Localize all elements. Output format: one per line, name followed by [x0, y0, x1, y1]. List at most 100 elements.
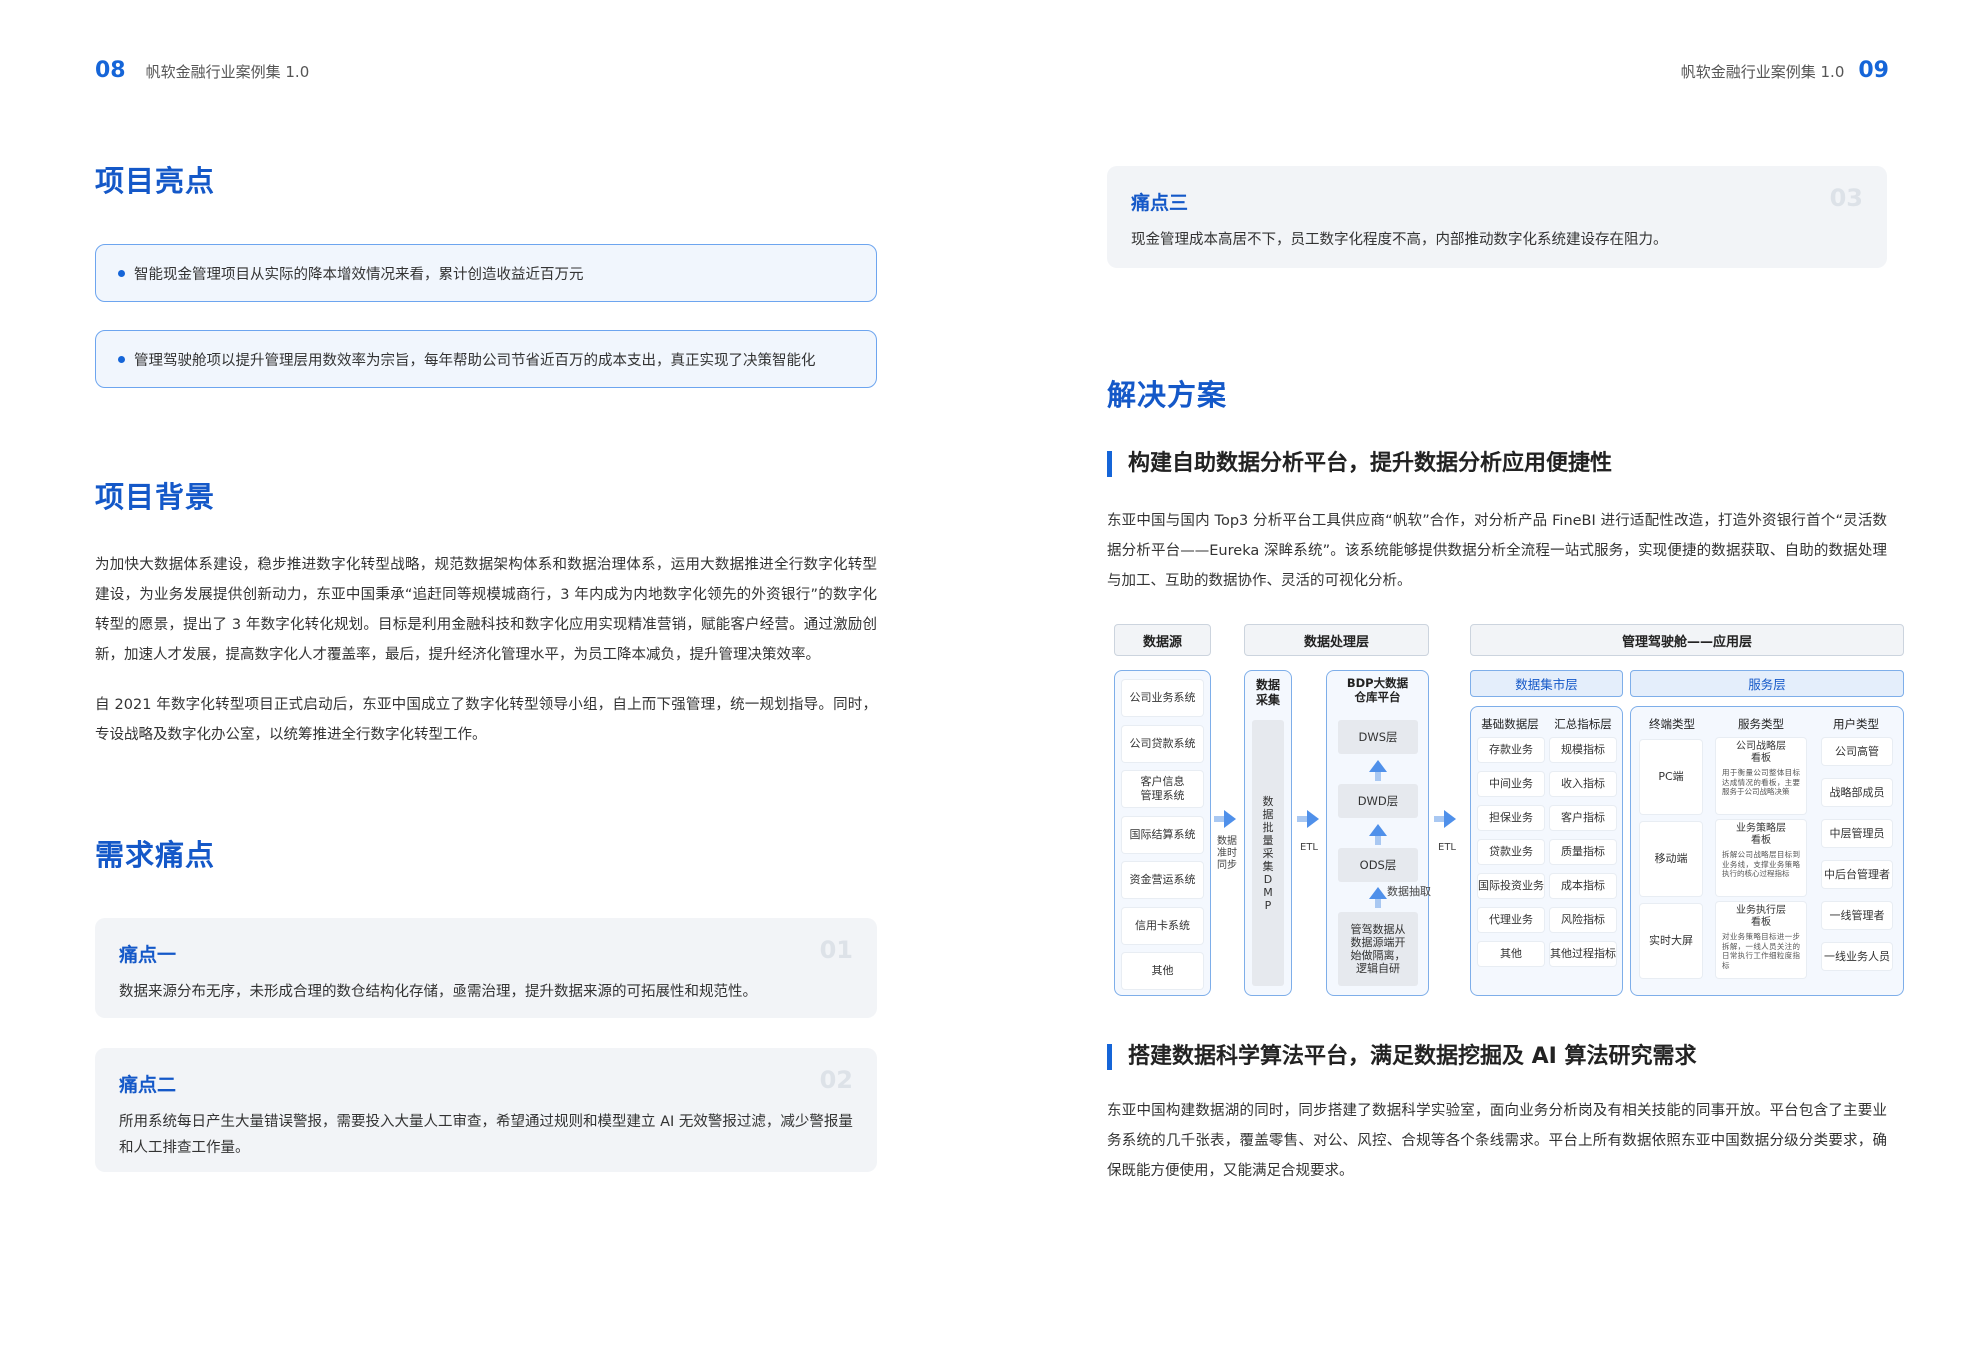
summary-layer-item: 客户指标	[1550, 806, 1616, 830]
service-header: 服务层	[1630, 670, 1904, 697]
right-page-number: 09	[1858, 58, 1889, 83]
right-page-header: 帆软金融行业案例集 1.0 09	[1681, 58, 1889, 83]
user-type-item: 一线业务人员	[1822, 943, 1892, 970]
diagram-header-process: 数据处理层	[1244, 624, 1429, 656]
sync-label: 数据 准时 同步	[1217, 836, 1237, 871]
highlight-item-1: 智能现金管理项目从实际的降本增效情况来看，累计创造收益近百万元	[95, 244, 877, 302]
left-page-title: 帆软金融行业案例集 1.0	[145, 63, 310, 81]
base-layer-item: 代理业务	[1478, 908, 1544, 932]
etl-label-2: ETL	[1438, 842, 1456, 853]
pain-point-number-3: 03	[1829, 184, 1863, 212]
base-layer-item: 存款业务	[1478, 738, 1544, 762]
pain-point-number-1: 01	[819, 936, 853, 964]
base-layer-item: 国际投资业务	[1478, 874, 1544, 898]
highlight-text-1: 智能现金管理项目从实际的降本增效情况来看，累计创造收益近百万元	[134, 266, 584, 283]
ods-layer: ODS层	[1338, 848, 1418, 882]
bullet-icon	[118, 355, 125, 363]
service-type-name: 业务策略层 看板	[1736, 823, 1786, 846]
highlight-item-2: 管理驾驶舱项以提升管理层用数效率为宗旨，每年帮助公司节省近百万的成本支出，真正实…	[95, 330, 877, 388]
service-type-desc: 拆解公司战略层目标到业务线，支撑业务策略执行的核心过程指标	[1722, 850, 1800, 878]
pain-point-card-2: 痛点二 02 所用系统每日产生大量错误警报，需要投入大量人工审查，希望通过规则和…	[95, 1048, 877, 1172]
background-paragraph-2: 自 2021 年数字化转型项目正式启动后，东亚中国成立了数字化转型领导小组，自上…	[95, 697, 877, 743]
pain-point-number-2: 02	[819, 1066, 853, 1094]
service-type-item: 业务执行层 看板对业务策略目标进一步拆解，一线人员关注的日常执行工作细粒度指标	[1716, 902, 1806, 978]
highlight-text-2: 管理驾驶舱项以提升管理层用数效率为宗旨，每年帮助公司节省近百万的成本支出，真正实…	[134, 352, 816, 369]
summary-layer-item: 规模指标	[1550, 738, 1616, 762]
collection-title: 数据 采集	[1255, 678, 1280, 707]
bdp-note: 管驾数据从 数据源端开 始做隔离， 逻辑自研	[1338, 912, 1418, 986]
dws-layer: DWS层	[1338, 720, 1418, 754]
solution-section-1-title: 构建自助数据分析平台，提升数据分析应用便捷性	[1107, 451, 1887, 477]
arrow-up-icon	[1369, 824, 1387, 845]
terminal-type-item: 移动端	[1640, 822, 1702, 896]
left-page: 08 帆软金融行业案例集 1.0 项目亮点 智能现金管理项目从实际的降本增效情况…	[95, 58, 877, 1172]
data-source-item: 信用卡系统	[1122, 907, 1203, 944]
user-type-item: 一线管理者	[1822, 902, 1892, 929]
dwd-layer: DWD层	[1338, 784, 1418, 818]
right-page: 帆软金融行业案例集 1.0 09 痛点三 03 现金管理成本高居不下，员工数字化…	[992, 0, 1984, 1346]
background-title: 项目背景	[95, 480, 216, 514]
arrow-right-icon	[1214, 810, 1236, 828]
data-source-item: 公司贷款系统	[1122, 725, 1203, 762]
highlights-title: 项目亮点	[95, 164, 216, 198]
arrow-up-icon	[1369, 887, 1387, 908]
user-type-item: 中层管理员	[1822, 820, 1892, 847]
terminal-type-title: 终端类型	[1649, 717, 1695, 731]
pain-point-title-3: 痛点三	[1131, 192, 1189, 214]
base-layer-title: 基础数据层	[1481, 717, 1539, 731]
summary-layer-item: 成本指标	[1550, 874, 1616, 898]
user-type-title: 用户类型	[1833, 717, 1879, 731]
diagram-header-app: 管理驾驶舱——应用层	[1470, 624, 1904, 656]
extract-label: 数据抽取	[1387, 885, 1431, 898]
terminal-type-item: 实时大屏	[1640, 904, 1702, 978]
left-page-number: 08	[95, 58, 126, 83]
solution-section-2-title: 搭建数据科学算法平台，满足数据挖掘及 AI 算法研究需求	[1107, 1044, 1887, 1070]
pain-point-desc-1: 数据来源分布无序，未形成合理的数仓结构化存储，亟需治理，提升数据来源的可拓展性和…	[119, 984, 757, 1000]
base-layer-item: 中间业务	[1478, 772, 1544, 796]
service-type-desc: 用于衡量公司整体目标达成情况的看板，主要服务于公司战略决策	[1722, 768, 1800, 796]
pain-point-desc-3: 现金管理成本高居不下，员工数字化程度不高，内部推动数字化系统建设存在阻力。	[1131, 232, 1668, 248]
user-type-item: 战略部成员	[1822, 779, 1892, 806]
arrow-right-icon	[1297, 810, 1319, 828]
data-source-item: 客户信息 管理系统	[1122, 771, 1203, 807]
summary-layer-item: 其他过程指标	[1550, 942, 1616, 966]
summary-layer-item: 收入指标	[1550, 772, 1616, 796]
left-page-header: 08 帆软金融行业案例集 1.0	[95, 58, 309, 83]
etl-label-1: ETL	[1300, 842, 1318, 853]
service-type-name: 业务执行层 看板	[1736, 905, 1786, 928]
bullet-icon	[118, 269, 125, 277]
data-source-item: 公司业务系统	[1122, 680, 1203, 716]
diagram-header-source: 数据源	[1114, 624, 1211, 656]
terminal-type-item: PC端	[1640, 740, 1702, 814]
user-type-item: 公司高管	[1822, 738, 1892, 765]
service-type-item: 公司战略层 看板用于衡量公司整体目标达成情况的看板，主要服务于公司战略决策	[1716, 738, 1806, 814]
pain-points-title: 需求痛点	[95, 838, 216, 872]
solution-section-2-text: 东亚中国构建数据湖的同时，同步搭建了数据科学实验室，面向业务分析岗及有相关技能的…	[1107, 1103, 1887, 1179]
data-source-item: 国际结算系统	[1122, 816, 1203, 853]
user-type-item: 中后台管理者	[1822, 861, 1892, 888]
data-source-item: 资金营运系统	[1122, 862, 1203, 898]
solution-title: 解决方案	[1107, 378, 1228, 412]
service-type-name: 公司战略层 看板	[1736, 741, 1786, 764]
arrow-right-icon	[1434, 810, 1456, 828]
service-type-desc: 对业务策略目标进一步拆解，一线人员关注的日常执行工作细粒度指标	[1722, 932, 1800, 970]
base-layer-item: 其他	[1478, 942, 1544, 966]
mart-header: 数据集市层	[1470, 670, 1623, 697]
service-type-title: 服务类型	[1738, 717, 1784, 731]
pain-point-title-2: 痛点二	[119, 1074, 177, 1096]
solution-section-1-text: 东亚中国与国内 Top3 分析平台工具供应商“帆软”合作，对分析产品 FineB…	[1107, 513, 1887, 589]
summary-layer-item: 风险指标	[1550, 908, 1616, 932]
data-source-item: 其他	[1122, 953, 1203, 989]
architecture-diagram: 数据源 数据处理层 管理驾驶舱——应用层 数据 准时 同步 数据 采集 数据批量…	[1114, 624, 1904, 996]
service-type-item: 业务策略层 看板拆解公司战略层目标到业务线，支撑业务策略执行的核心过程指标	[1716, 820, 1806, 896]
pain-point-desc-2: 所用系统每日产生大量错误警报，需要投入大量人工审查，希望通过规则和模型建立 AI…	[119, 1114, 853, 1156]
base-layer-item: 贷款业务	[1478, 840, 1544, 864]
summary-layer-title: 汇总指标层	[1554, 717, 1612, 731]
right-page-title: 帆软金融行业案例集 1.0	[1680, 63, 1845, 81]
summary-layer-item: 质量指标	[1550, 840, 1616, 864]
base-layer-item: 担保业务	[1478, 806, 1544, 830]
arrow-up-icon	[1369, 760, 1387, 781]
background-paragraph-1: 为加快大数据体系建设，稳步推进数字化转型战略，规范数据架构体系和数据治理体系，运…	[95, 557, 877, 663]
